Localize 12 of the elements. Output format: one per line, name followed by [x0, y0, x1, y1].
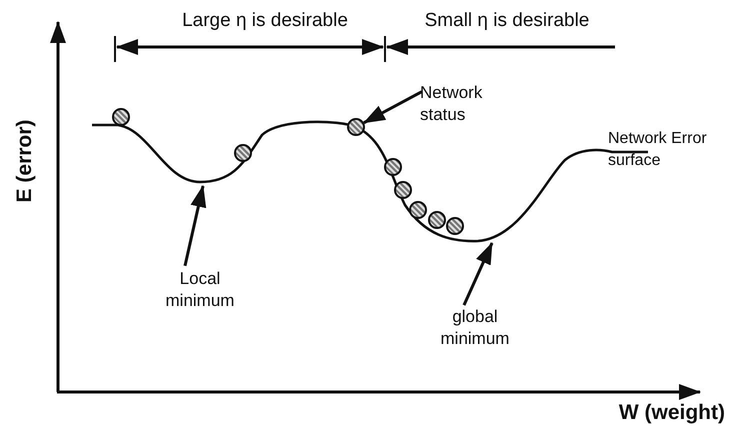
annotation-text: Network Error surface: [608, 129, 708, 171]
ball-icon: [347, 118, 365, 136]
leader-arrow: [462, 242, 494, 306]
axis-title: E (error): [14, 118, 36, 204]
range-label: Large η is desirable: [181, 10, 349, 32]
annotation-text: global minimum: [420, 306, 530, 350]
leader-arrow: [184, 185, 206, 266]
leader-arrow: [363, 90, 422, 124]
axis-title: W (weight): [618, 402, 725, 424]
annotation-text: Network status: [420, 82, 510, 126]
range-label: Small η is desirable: [424, 10, 590, 32]
annotation-text: Local minimum: [150, 268, 250, 312]
